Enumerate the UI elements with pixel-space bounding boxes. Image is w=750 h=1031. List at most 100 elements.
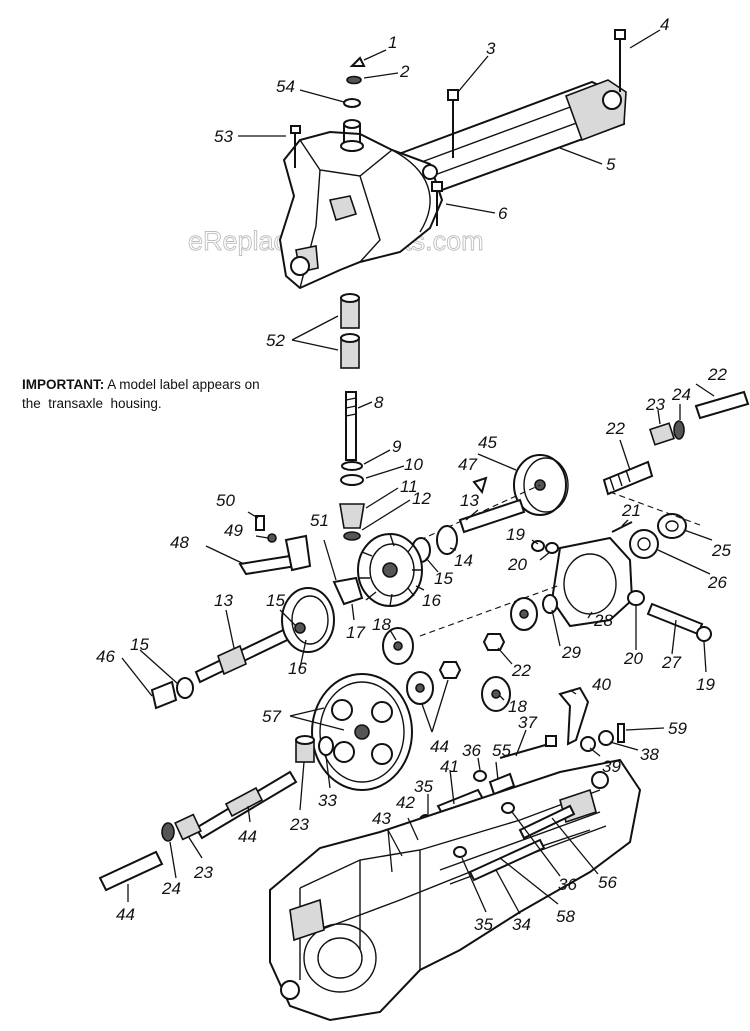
ring-24-lower	[161, 822, 175, 842]
callout-23-lower: 23	[193, 863, 213, 882]
bevel-gear-29	[510, 597, 538, 631]
gear-44-small	[406, 671, 434, 705]
washer-36-lower	[501, 802, 515, 814]
shift-lever-40	[558, 686, 590, 746]
callout-43: 43	[372, 809, 391, 828]
callout-36-upper: 36	[462, 741, 481, 760]
ring-9	[341, 461, 363, 471]
shifter-arm-48	[238, 554, 298, 576]
bolt-4	[614, 29, 626, 92]
washer-2	[346, 75, 362, 85]
axle-shaft-22	[602, 460, 654, 496]
axle-end-22-upper	[694, 390, 750, 420]
callout-52: 52	[266, 331, 285, 350]
callout-17: 17	[346, 623, 365, 642]
callout-42: 42	[396, 793, 415, 812]
callout-19-lower: 19	[696, 675, 715, 694]
note-label: IMPORTANT:	[22, 377, 105, 392]
callout-44-lower: 44	[238, 827, 257, 846]
callout-33: 33	[318, 791, 337, 810]
callout-26: 26	[707, 573, 727, 592]
callout-46: 46	[96, 647, 115, 666]
callout-24-lower: 24	[161, 879, 181, 898]
callout-21: 21	[621, 501, 641, 520]
callout-58: 58	[556, 907, 575, 926]
note-text-1: A model label appears on	[107, 377, 260, 392]
bushing-23-upper	[649, 422, 675, 446]
callout-1: 1	[388, 33, 397, 52]
axle-44-lower	[98, 850, 164, 892]
callout-44-mid: 44	[430, 737, 449, 756]
callout-5: 5	[606, 155, 616, 174]
washer-38	[598, 730, 614, 746]
callout-54: 54	[276, 77, 295, 96]
bearing-25	[657, 513, 687, 539]
bearing-46	[150, 680, 178, 710]
callout-23-mid: 23	[289, 815, 309, 834]
washer-29	[542, 594, 558, 614]
washer-15-lower	[176, 677, 194, 699]
callout-41: 41	[440, 757, 459, 776]
bolt-53	[290, 125, 301, 168]
gear-16-lower	[281, 587, 335, 653]
callout-38: 38	[640, 745, 659, 764]
washer-39	[580, 736, 596, 752]
callout-35-lower: 35	[474, 915, 493, 934]
callout-12: 12	[412, 489, 431, 508]
callout-37: 37	[518, 713, 537, 732]
nut-44	[438, 661, 462, 679]
callout-39: 39	[602, 757, 621, 776]
callout-28: 28	[593, 611, 613, 630]
callout-10: 10	[404, 455, 423, 474]
callout-29: 29	[561, 643, 581, 662]
shifter-fork-17	[332, 576, 364, 606]
note-text-2: the transaxle housing.	[22, 396, 162, 411]
bevel-gear-16-upper	[357, 533, 423, 607]
washer-19-upper	[531, 540, 545, 552]
callout-14: 14	[454, 551, 473, 570]
callout-22-lower: 22	[511, 661, 531, 680]
gear-shaft-13-lower	[194, 620, 306, 684]
ring-24-upper	[673, 420, 685, 440]
bolt-21	[611, 521, 633, 533]
bearing-14	[436, 525, 458, 555]
callout-13-lower: 13	[214, 591, 233, 610]
callout-8: 8	[374, 393, 384, 412]
callout-22-mid: 22	[605, 419, 625, 438]
ring-12	[343, 531, 361, 541]
key-1	[349, 56, 366, 67]
callout-55: 55	[492, 741, 511, 760]
bushing-52	[340, 293, 360, 369]
bearing-26	[629, 529, 659, 559]
spring-50	[255, 515, 265, 531]
callout-53: 53	[214, 127, 233, 146]
callout-25: 25	[711, 541, 731, 560]
bolt-37	[499, 735, 557, 759]
callout-13-upper: 13	[460, 491, 479, 510]
callout-4: 4	[660, 15, 669, 34]
callout-45: 45	[478, 433, 497, 452]
callout-48: 48	[170, 533, 189, 552]
callout-44-bottom: 44	[116, 905, 135, 924]
callout-16-upper: 16	[422, 591, 441, 610]
washer-36-upper	[473, 770, 487, 782]
bushing-23-mid	[295, 735, 315, 763]
ball-49	[267, 533, 277, 543]
nut-22	[482, 633, 506, 651]
callout-59: 59	[668, 719, 687, 738]
callout-35-upper: 35	[414, 777, 433, 796]
callout-6: 6	[498, 204, 508, 223]
callout-labels: 1 2 3 4 5 6 53 54 52 8 9 10 11 12 45 47 …	[96, 15, 731, 934]
leader-lines	[121, 29, 715, 915]
callout-23-upper: 23	[645, 395, 665, 414]
callout-50: 50	[216, 491, 235, 510]
washer-20-lower	[627, 590, 645, 606]
bolt-3	[447, 89, 459, 158]
washer-33	[318, 736, 334, 756]
washer-10	[340, 474, 364, 486]
pin-59	[617, 723, 625, 743]
callout-15-lower: 15	[130, 635, 149, 654]
note-line-2: the transaxle housing.	[22, 394, 322, 413]
washer-54	[343, 98, 361, 108]
